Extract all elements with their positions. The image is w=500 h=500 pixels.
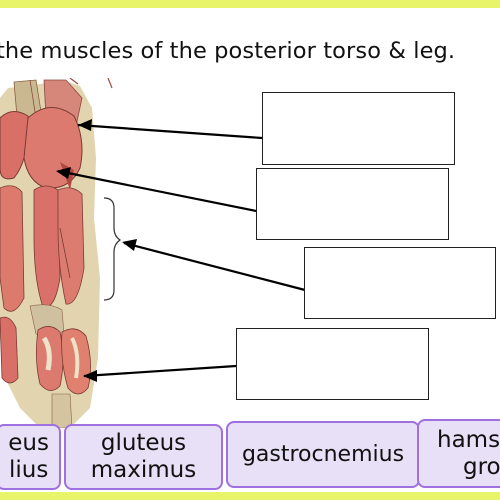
word-tile-1[interactable]: eus lius <box>0 424 61 490</box>
word-tile-3-line1: gastrocnemius <box>241 442 405 467</box>
word-tile-2-line2: maximus <box>90 457 197 483</box>
word-tile-4[interactable]: hams gro <box>417 419 500 488</box>
muscle-diagram-image <box>0 78 113 428</box>
word-tile-4-line1: hams <box>437 426 500 453</box>
word-tile-2-line1: gluteus <box>100 430 187 456</box>
answer-box-4[interactable] <box>236 328 429 400</box>
answer-box-2[interactable] <box>256 168 449 240</box>
slide: the muscles of the posterior torso & leg… <box>0 8 500 492</box>
word-tile-1-line2: lius <box>8 457 49 483</box>
word-tile-3[interactable]: gastrocnemius <box>226 421 420 488</box>
word-tile-2[interactable]: gluteus maximus <box>64 424 223 490</box>
answer-box-1[interactable] <box>262 92 455 165</box>
answer-box-3[interactable] <box>304 247 496 319</box>
word-tile-4-line2: gro <box>463 453 500 480</box>
word-tile-1-line1: eus <box>8 430 49 456</box>
